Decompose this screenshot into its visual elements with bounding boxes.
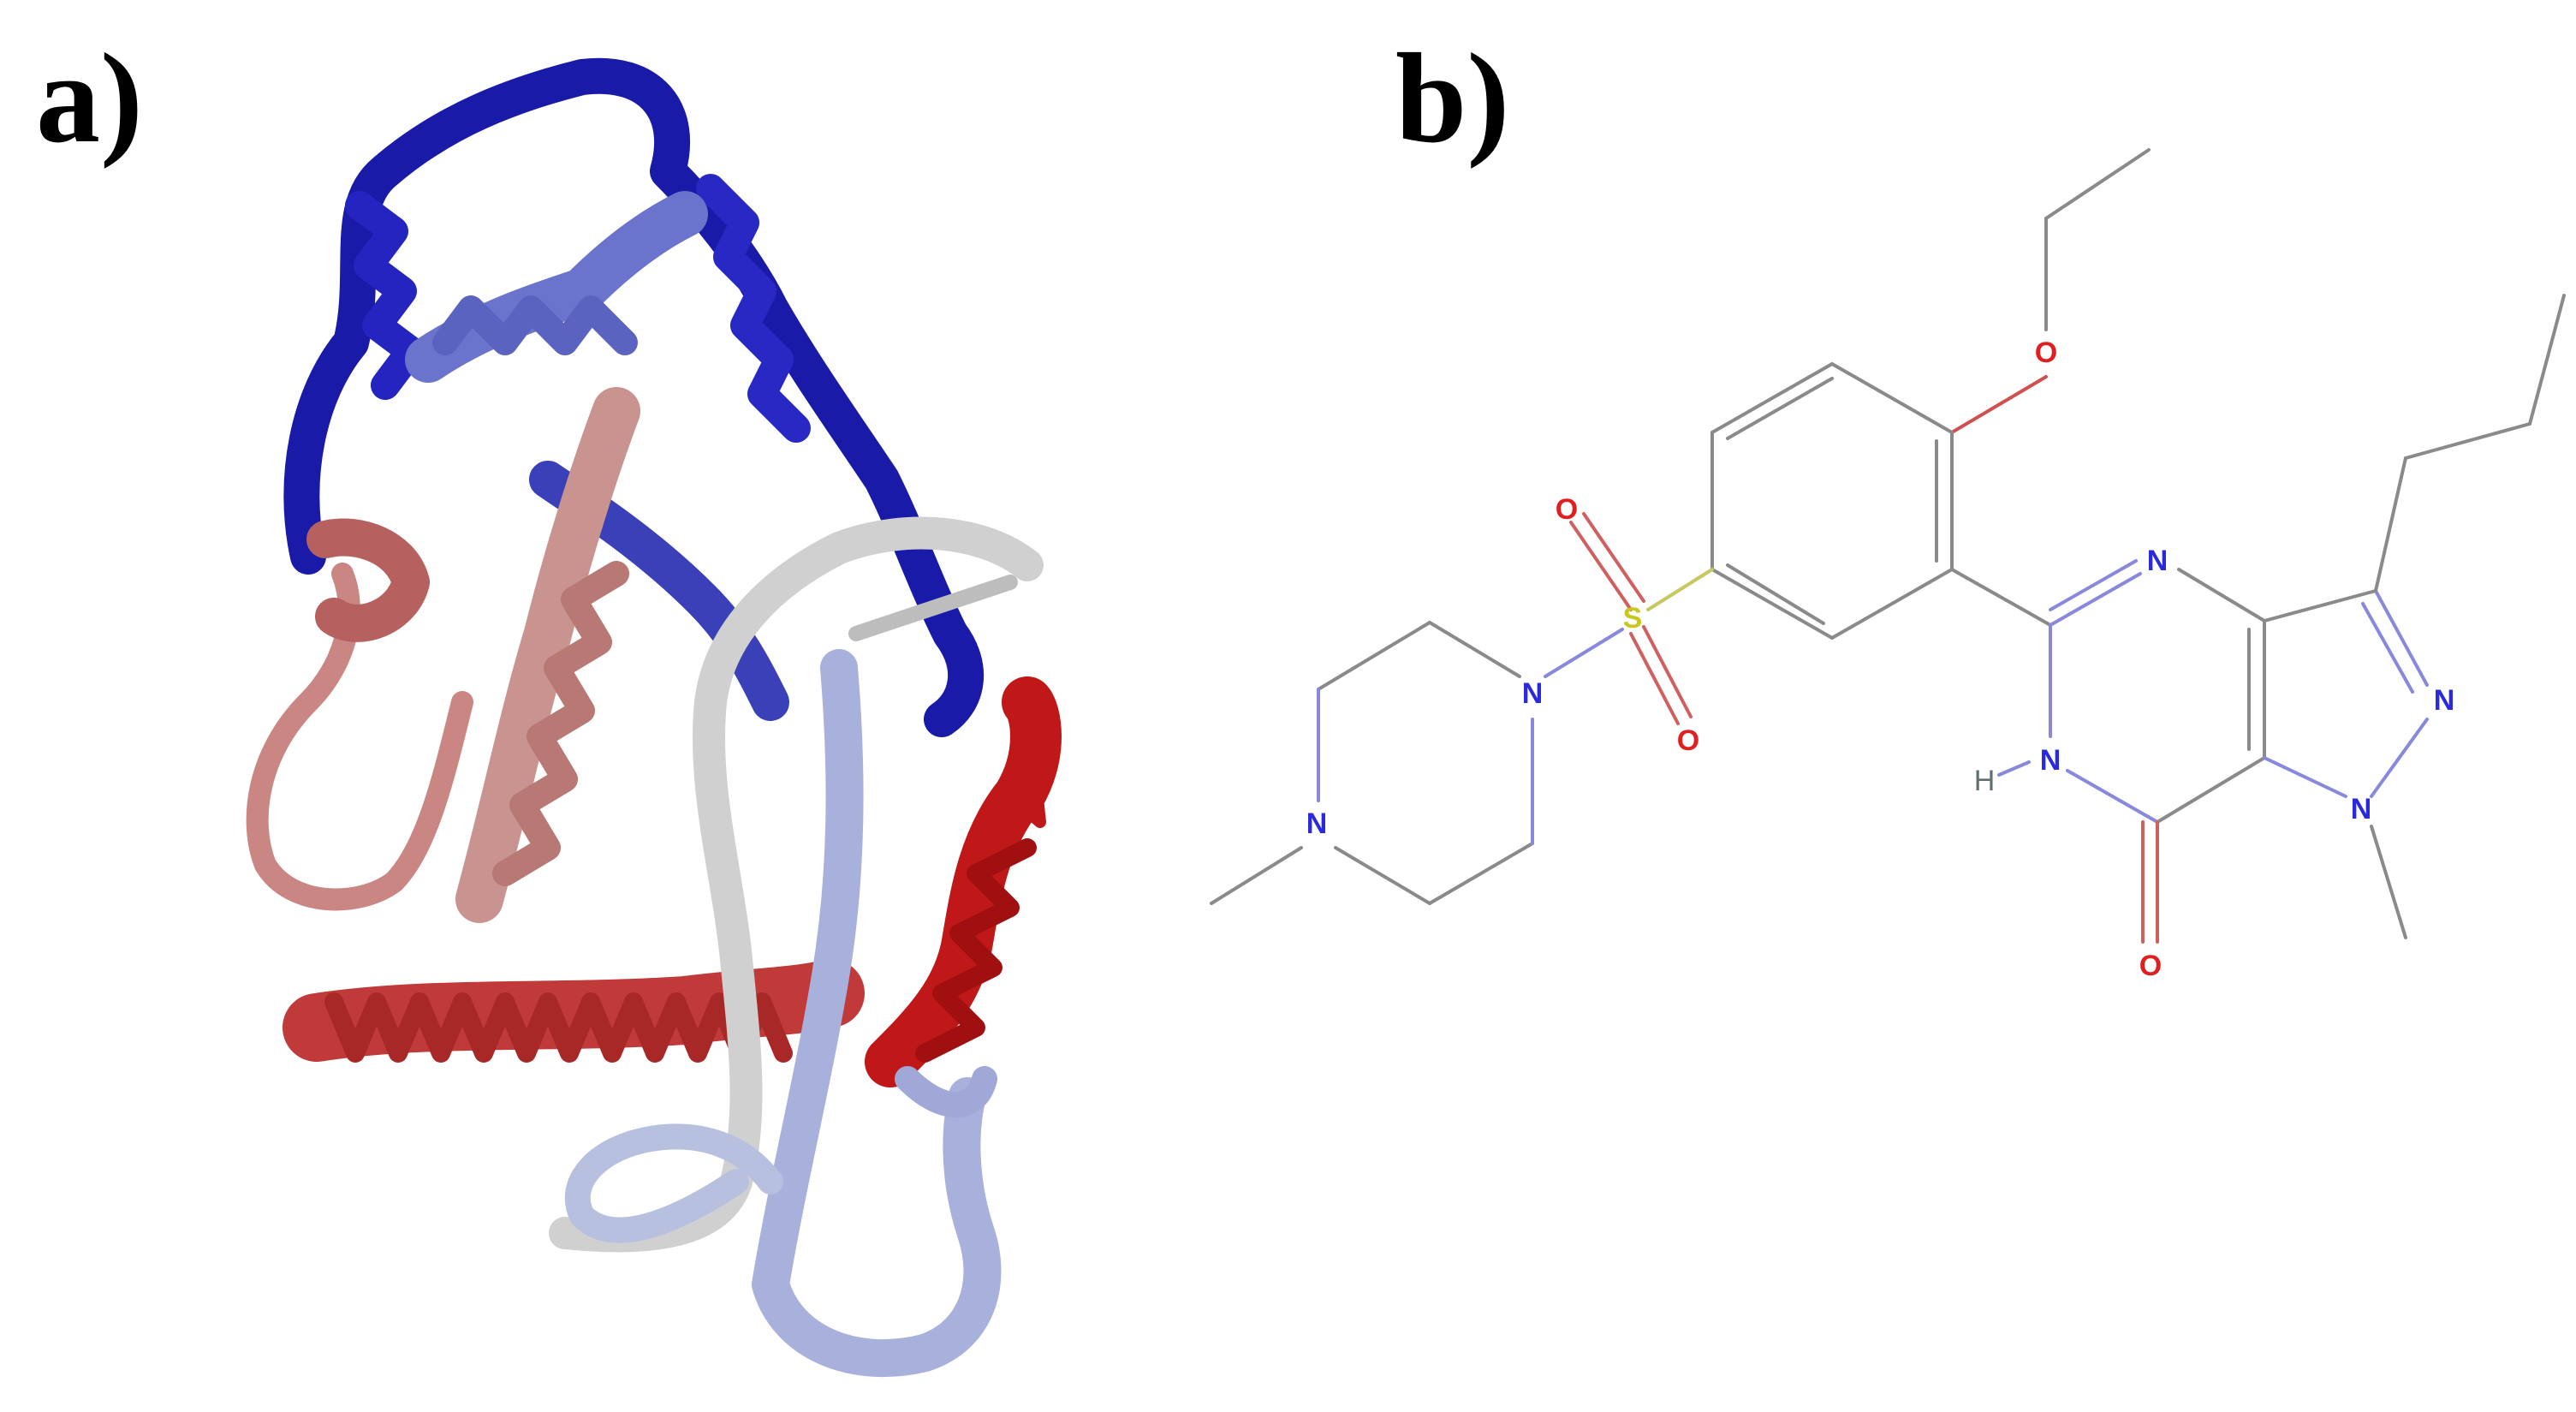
- atom-oxygen-sulfonyl-2: O: [1677, 724, 1699, 757]
- helix-dark-blue: [283, 57, 985, 737]
- atom-nitrogen-piperazine-2: N: [1306, 807, 1328, 840]
- atom-hydrogen: H: [1974, 765, 1996, 797]
- panel-label-a: a): [36, 27, 143, 170]
- helix-mid-blue: [405, 191, 708, 383]
- protein-ribbon-diagram: [246, 57, 1062, 1378]
- atom-nitrogen-piperazine-1: N: [1522, 677, 1544, 710]
- atom-oxygen-ether: O: [2035, 337, 2057, 369]
- atom-nitrogen-pyrimidine: N: [2147, 545, 2168, 577]
- helix-pink: [455, 387, 640, 923]
- strand-light-blue: [752, 649, 1002, 1378]
- loop-salmon: [246, 563, 473, 911]
- atom-nitrogen-amide: N: [2040, 744, 2061, 777]
- loop-light-blue-bottom: [564, 1123, 783, 1243]
- atom-oxygen-keto: O: [2139, 950, 2162, 982]
- atom-oxygen-sulfonyl-1: O: [1556, 493, 1578, 526]
- atom-nitrogen-pyrazole-1: N: [2434, 684, 2455, 717]
- atom-nitrogen-pyrazole-2: N: [2351, 793, 2372, 825]
- panel-label-b: b): [1395, 27, 1510, 170]
- atom-sulfur: S: [1623, 602, 1643, 635]
